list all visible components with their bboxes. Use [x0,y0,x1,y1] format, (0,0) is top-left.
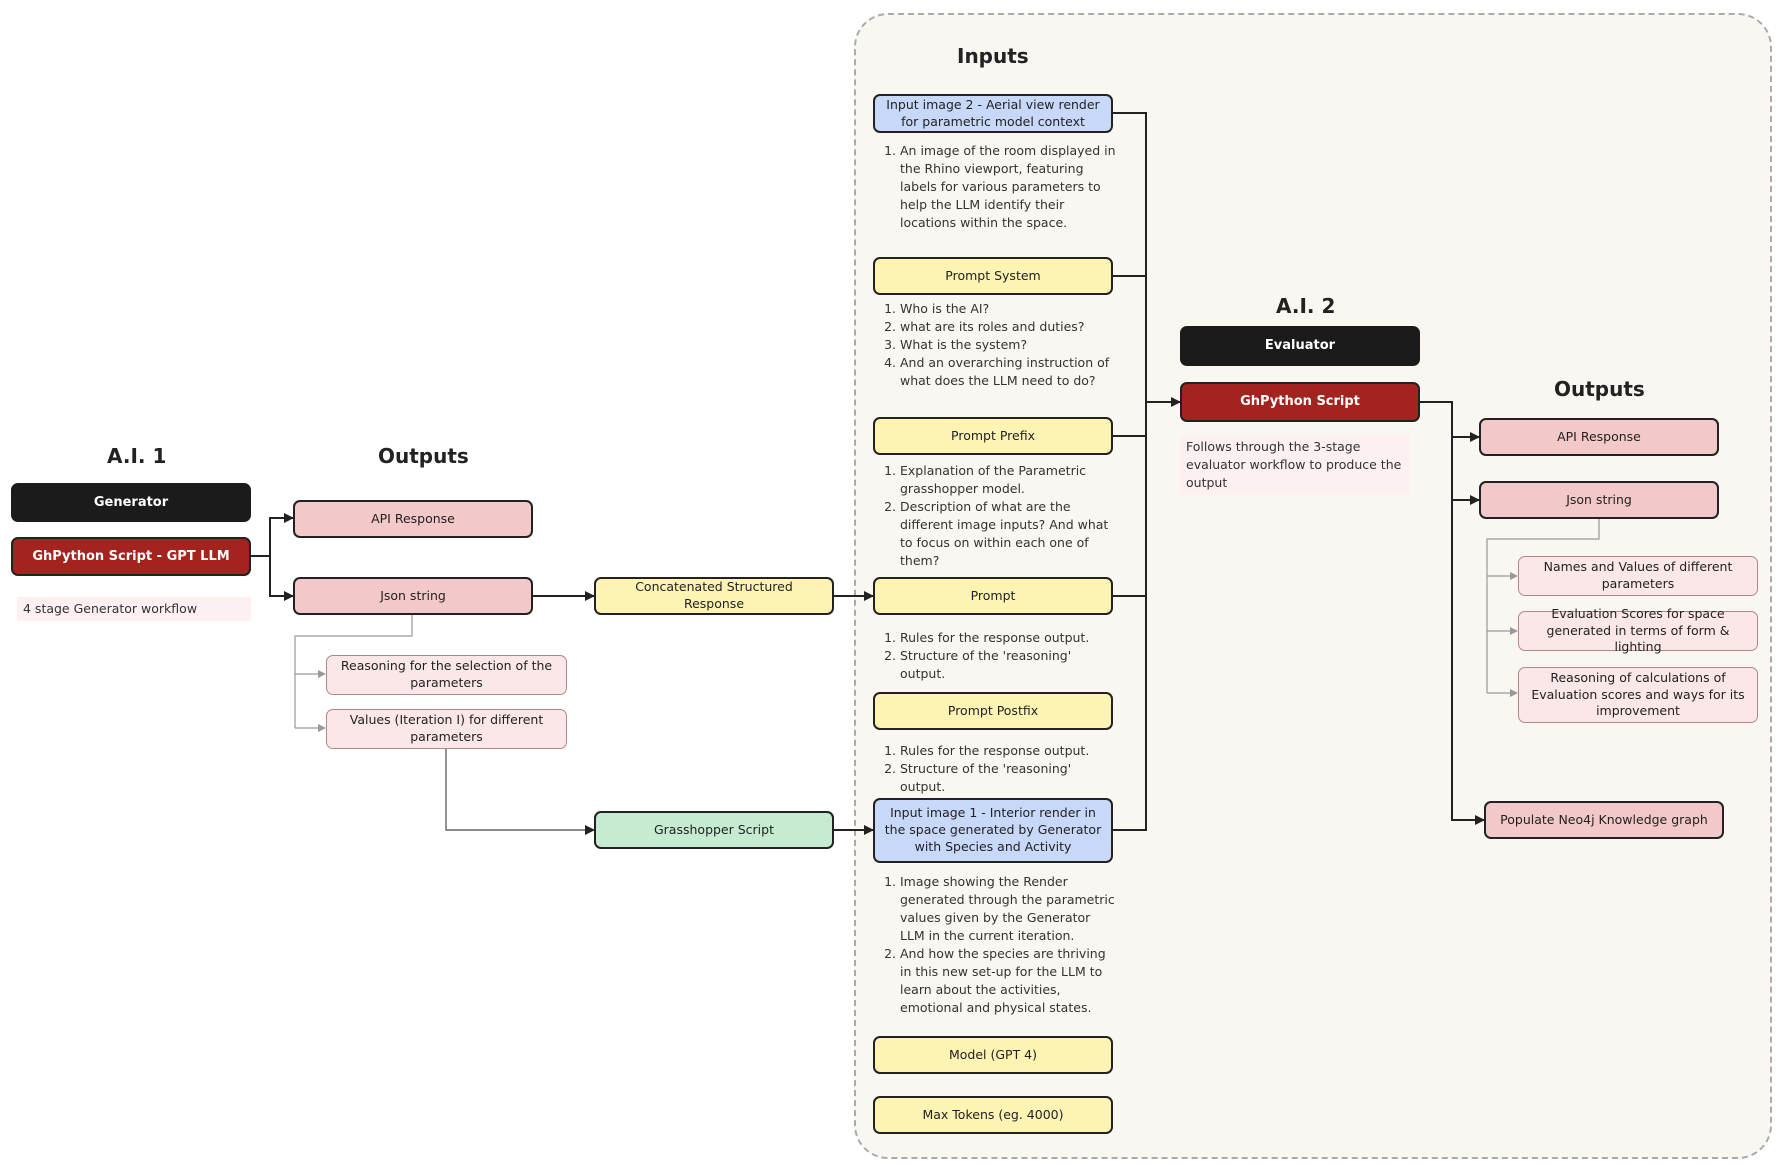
prompt-prefix-notes: Explanation of the Parametric grasshoppe… [873,462,1118,570]
prompt-prefix-box: Prompt Prefix [873,417,1113,455]
note-item: What is the system? [900,336,1118,354]
outputs2-heading: Outputs [1554,377,1645,401]
note-item: And an overarching instruction of what d… [900,354,1118,390]
wire-values-to-grasshopper [445,749,595,835]
input-image-2-box: Input image 2 - Aerial view render for p… [873,94,1113,133]
prompt-postfix-notes: Rules for the response output. Structure… [873,742,1118,796]
wire-script2-to-json [1420,401,1480,505]
gpt-llm-script-box: GhPython Script - GPT LLM [11,537,251,576]
input-image-2-notes: An image of the room displayed in the Rh… [873,142,1118,232]
prompt-box: Prompt [873,577,1113,615]
note-item: Rules for the response output. [900,742,1118,760]
json-string-2-box: Json string [1479,481,1719,519]
prompt-system-notes: Who is the AI? what are its roles and du… [873,300,1118,390]
values-iteration-box: Values (Iteration I) for different param… [326,709,567,749]
note-item: Rules for the response output. [900,629,1118,647]
wire-inputs-bus [1112,112,1147,831]
input-image-1-notes: Image showing the Render generated throu… [873,873,1118,1017]
api-response-2-box: API Response [1479,418,1719,456]
grasshopper-script-box: Grasshopper Script [594,811,834,849]
reasoning-selection-box: Reasoning for the selection of the param… [326,655,567,695]
note-item: Structure of the 'reasoning' output. [900,760,1118,796]
outputs1-heading: Outputs [378,444,469,468]
concatenated-response-box: Concatenated Structured Response [594,577,834,615]
ai1-heading: A.I. 1 [107,444,167,468]
prompt-postfix-box: Prompt Postfix [873,692,1113,730]
note-item: Who is the AI? [900,300,1118,318]
wire-json-branch [294,614,413,728]
wire-script-to-api [251,513,294,557]
wire-json2-branch [1486,518,1600,693]
prompt-system-box: Prompt System [873,257,1113,295]
note-item: Image showing the Render generated throu… [900,873,1118,945]
wire-script2-to-neo4j [1420,401,1485,825]
inputs-heading: Inputs [957,44,1029,68]
reasoning-calculations-box: Reasoning of calculations of Evaluation … [1518,667,1758,723]
note-item: An image of the room displayed in the Rh… [900,142,1118,232]
prompt-notes: Rules for the response output. Structure… [873,629,1118,683]
note-item: Explanation of the Parametric grasshoppe… [900,462,1118,498]
max-tokens-box: Max Tokens (eg. 4000) [873,1096,1113,1134]
evaluator-box: Evaluator [1180,326,1420,366]
note-item: Description of what are the different im… [900,498,1118,570]
generator-workflow-note: 4 stage Generator workflow [17,597,251,622]
wire-script-to-json [251,555,294,601]
names-values-box: Names and Values of different parameters [1518,556,1758,596]
evaluator-workflow-note: Follows through the 3-stage evaluator wo… [1180,435,1410,496]
generator-box: Generator [11,483,251,522]
api-response-box: API Response [293,500,533,538]
note-item: Structure of the 'reasoning' output. [900,647,1118,683]
wire-script2-to-api [1420,401,1480,442]
note-item: And how the species are thriving in this… [900,945,1118,1017]
model-box: Model (GPT 4) [873,1036,1113,1074]
neo4j-box: Populate Neo4j Knowledge graph [1484,801,1724,839]
ghpython-script-box: GhPython Script [1180,382,1420,422]
evaluation-scores-box: Evaluation Scores for space generated in… [1518,606,1758,654]
input-image-1-box: Input image 1 - Interior render in the s… [873,798,1113,863]
json-string-box: Json string [293,577,533,615]
note-item: what are its roles and duties? [900,318,1118,336]
ai2-heading: A.I. 2 [1276,294,1336,318]
